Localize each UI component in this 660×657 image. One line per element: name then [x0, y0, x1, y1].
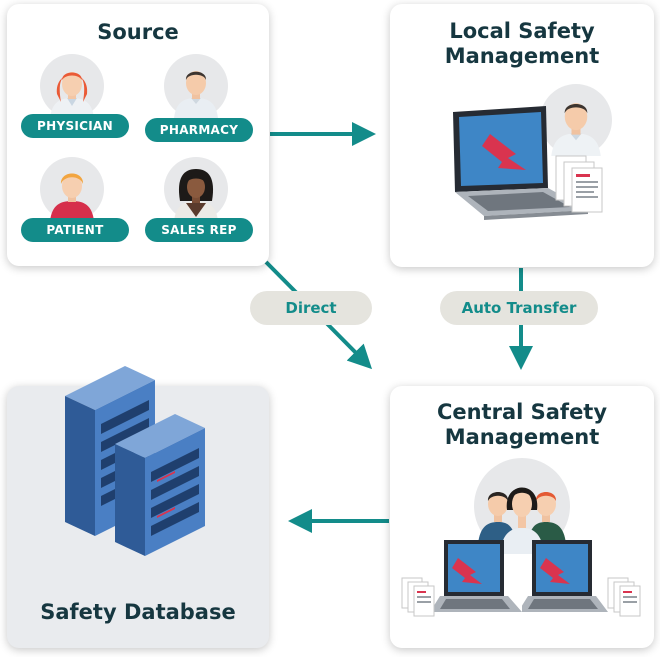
central-laptop-left [401, 540, 522, 617]
auto-transfer-label: Auto Transfer [440, 291, 598, 325]
safety-database-card: Safety Database [7, 366, 269, 648]
safety-database-title: Safety Database [40, 600, 236, 624]
central-safety-card: Central Safety Management [390, 386, 654, 648]
pharmacy-avatar [164, 54, 228, 118]
pharmacy-label: PHARMACY [145, 118, 253, 142]
source-card: Source PHYSICIAN PHARMACY PATIENT [7, 4, 269, 266]
patient-label: PATIENT [21, 218, 129, 242]
physician-avatar [40, 54, 104, 118]
patient-avatar [40, 157, 104, 221]
central-safety-title: Central Safety Management [436, 400, 608, 449]
sales-rep-avatar [164, 157, 228, 221]
document-stack-icon [555, 155, 603, 213]
sales-rep-label: SALES REP [145, 218, 253, 242]
central-laptop-right [522, 540, 641, 617]
central-team-avatar [474, 458, 570, 554]
physician-label: PHYSICIAN [21, 114, 129, 138]
server-rack-illustration [65, 366, 205, 556]
local-agent-avatar [540, 84, 612, 156]
local-laptop-illustration [453, 106, 603, 220]
direct-label: Direct [250, 291, 372, 325]
local-safety-card: Local Safety Management [390, 4, 654, 267]
local-safety-title: Local Safety Management [444, 19, 600, 68]
source-title: Source [97, 20, 179, 44]
